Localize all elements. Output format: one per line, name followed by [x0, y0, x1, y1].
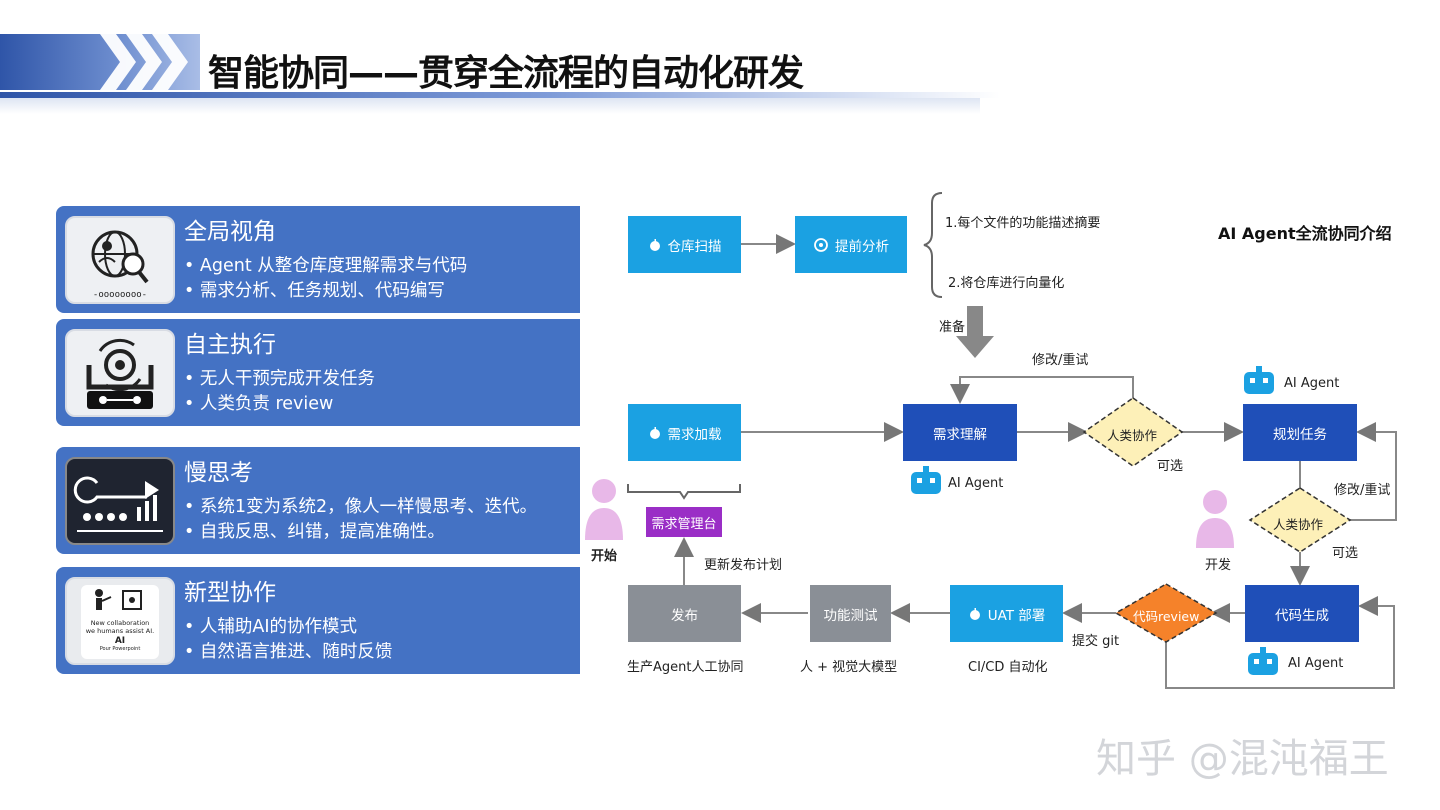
- code-gen-node: 代码生成: [1245, 585, 1359, 642]
- note-1: 1.每个文件的功能描述摘要: [945, 216, 1101, 231]
- panel-title: 慢思考: [184, 460, 253, 486]
- req-load-node: 需求加载: [628, 404, 741, 461]
- human-collab-label-2: 人类协作: [1273, 517, 1324, 532]
- gear-cycle-icon: [65, 329, 175, 417]
- panel-autonomous: 自主执行 • 无人干预完成开发任务 • 人类负责 review: [56, 319, 580, 426]
- label-develop: 开发: [1205, 558, 1232, 573]
- robot-icon: [911, 466, 941, 494]
- person-start-icon: [585, 479, 623, 540]
- panel-bullet: • 需求分析、任务规划、代码编写: [184, 281, 445, 301]
- ai-agent-label: AI Agent: [1284, 376, 1340, 391]
- repo-scan-node: 仓库扫描: [628, 216, 741, 273]
- label-update-plan: 更新发布计划: [704, 558, 783, 573]
- robot-icon: [1244, 366, 1274, 394]
- label-prod-agent: 生产Agent人工协同: [627, 660, 744, 675]
- diagram-heading: AI Agent全流协同介绍: [1218, 224, 1392, 243]
- req-understand-node: 需求理解: [903, 404, 1017, 461]
- req-console-node: 需求管理台: [646, 507, 722, 537]
- ai-agent-label: AI Agent: [1288, 656, 1344, 671]
- presentation-arrow-icon: [65, 457, 175, 545]
- human-collab-label-1: 人类协作: [1107, 428, 1158, 443]
- panel-bullet: • 系统1变为系统2，像人一样慢思考、迭代。: [184, 497, 538, 517]
- plan-task-node: 规划任务: [1243, 404, 1357, 461]
- thumb-caption: -oooooooo-: [92, 290, 148, 300]
- label-modify-retry: 修改/重试: [1032, 353, 1089, 368]
- header-shadow: [0, 98, 980, 114]
- note-2: 2.将仓库进行向量化: [948, 276, 1065, 291]
- label-cicd: CI/CD 自动化: [968, 660, 1048, 675]
- code-review-diamond: [1114, 583, 1218, 643]
- code-review-label: 代码review: [1133, 609, 1200, 624]
- chevron-arrows-icon: [100, 34, 188, 90]
- watermark: 知乎 @混沌福王: [1096, 736, 1389, 782]
- label-human-vision: 人 + 视觉大模型: [800, 660, 898, 675]
- label-submit-git: 提交 git: [1072, 634, 1120, 649]
- human-ai-collab-icon: New collaboration we humans assist AI. A…: [65, 577, 175, 665]
- globe-magnifier-icon: -oooooooo-: [65, 216, 175, 304]
- func-test-node: 功能测试: [810, 585, 891, 642]
- panel-bullet: • 自然语言推进、随时反馈: [184, 642, 393, 662]
- label-prepare: 准备: [939, 320, 966, 335]
- panel-bullet: • Agent 从整仓库度理解需求与代码: [184, 256, 468, 276]
- apple-icon: [649, 238, 660, 251]
- page-title: 智能协同——贯穿全流程的自动化研发: [208, 53, 804, 94]
- panel-bullet: • 自我反思、纠错，提高准确性。: [184, 522, 445, 542]
- panel-title: 全局视角: [184, 219, 276, 245]
- panel-bullet: • 人类负责 review: [184, 394, 334, 414]
- header-underline: [0, 92, 1000, 98]
- label-modify-retry: 修改/重试: [1334, 483, 1391, 498]
- uat-deploy-node: UAT 部署: [950, 585, 1063, 642]
- label-optional: 可选: [1332, 546, 1359, 561]
- panel-new-collab: New collaboration we humans assist AI. A…: [56, 567, 580, 674]
- robot-icon: [1248, 647, 1278, 675]
- label-start: 开始: [591, 549, 618, 564]
- panel-bullet: • 无人干预完成开发任务: [184, 369, 375, 389]
- apple-icon: [969, 607, 980, 620]
- pre-analysis-node: 提前分析: [795, 216, 907, 273]
- release-node: 发布: [628, 585, 741, 642]
- human-collab-diamond-1: [1082, 397, 1184, 467]
- prepare-arrow: [956, 306, 994, 358]
- panel-slow-thinking: 慢思考 • 系统1变为系统2，像人一样慢思考、迭代。 • 自我反思、纠错，提高准…: [56, 447, 580, 554]
- panel-bullet: • 人辅助AI的协作模式: [184, 617, 358, 637]
- openai-icon: [814, 237, 828, 252]
- ai-agent-label: AI Agent: [948, 476, 1004, 491]
- human-collab-diamond-2: [1248, 487, 1352, 553]
- label-optional: 可选: [1157, 459, 1184, 474]
- panel-title: 自主执行: [184, 332, 276, 358]
- apple-icon: [649, 426, 660, 439]
- panel-title: 新型协作: [184, 580, 276, 606]
- person-dev-icon: [1196, 490, 1234, 548]
- panel-global-view: -oooooooo- 全局视角 • Agent 从整仓库度理解需求与代码 • 需…: [56, 206, 580, 313]
